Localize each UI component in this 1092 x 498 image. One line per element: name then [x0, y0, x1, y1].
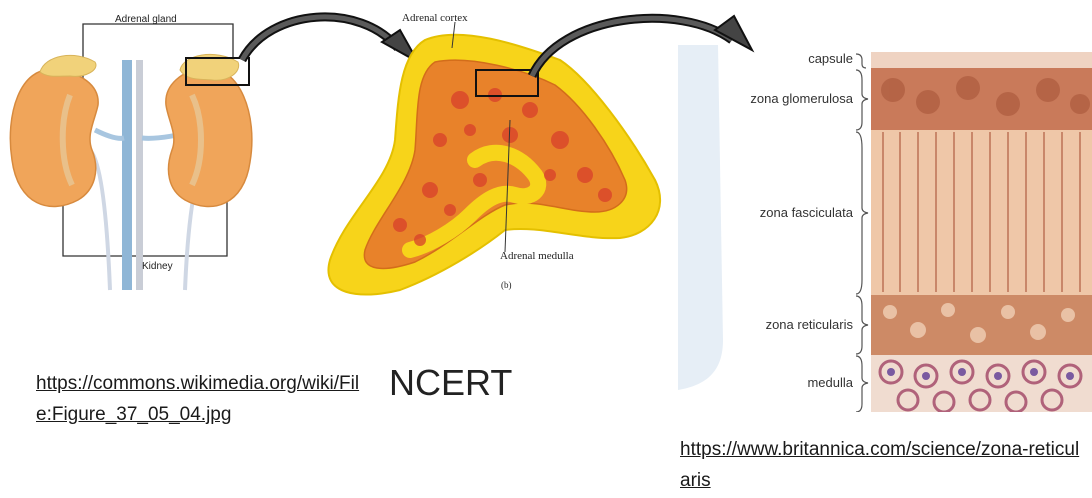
zona-glomerulosa-label: zona glomerulosa: [750, 91, 853, 106]
wikimedia-source-link[interactable]: https://commons.wikimedia.org/wiki/File:…: [36, 368, 366, 430]
adrenal-cortex-label: Adrenal cortex: [402, 12, 468, 24]
zona-reticularis-layer: [871, 295, 1092, 355]
aorta: [136, 60, 143, 290]
britannica-source-link[interactable]: https://www.britannica.com/science/zona-…: [680, 434, 1088, 496]
kidney-label: Kidney: [142, 261, 173, 272]
capsule-layer: [871, 52, 1092, 68]
ncert-source-label: NCERT: [389, 362, 512, 404]
right-kidney: [166, 68, 252, 207]
zona-reticularis-label: zona reticularis: [766, 317, 854, 332]
histology-figure: capsule zona glomerulosa zona fasciculat…: [678, 40, 1092, 412]
adrenal-gland-label: Adrenal gland: [115, 14, 177, 25]
vena-cava: [122, 60, 132, 290]
panel-b-label: (b): [501, 280, 512, 290]
zona-fasciculata-label: zona fasciculata: [760, 205, 854, 220]
zona-glomerulosa-layer: [871, 68, 1092, 130]
adrenal-medulla-label: Adrenal medulla: [500, 250, 574, 262]
zona-fasciculata-layer: [871, 130, 1092, 295]
kidney-adrenal-figure: Adrenal gland Kidney: [0, 0, 260, 300]
medulla-layer: [871, 355, 1092, 412]
medulla-label: medulla: [807, 375, 853, 390]
left-kidney: [10, 70, 98, 207]
left-adrenal-gland: [40, 55, 96, 76]
capsule-label: capsule: [808, 51, 853, 66]
